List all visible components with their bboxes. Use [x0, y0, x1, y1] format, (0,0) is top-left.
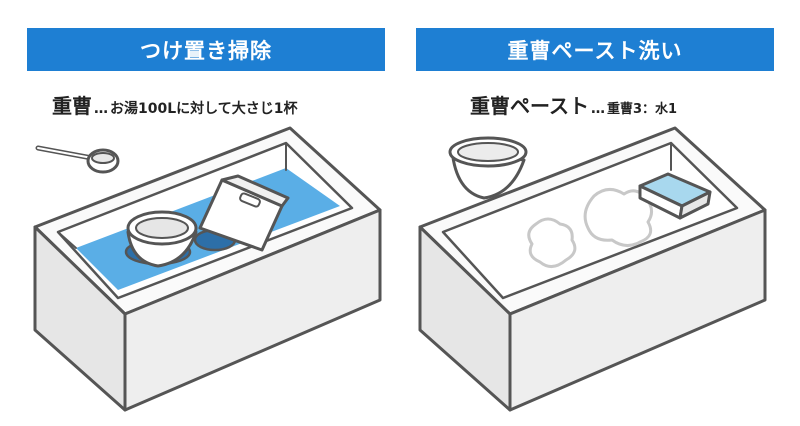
left-tub-side [33, 225, 127, 412]
right-subtitle-main: 重曹ペースト [470, 94, 589, 118]
right-panel-subtitle: 重曹ペースト … 重曹3：水1 [470, 90, 677, 119]
left-subtitle-detail: お湯100Lに対して大さじ1杯 [110, 101, 298, 117]
paste-blob-2 [583, 188, 653, 247]
paste-blob-1 [527, 217, 577, 268]
right-panel-title: 重曹ペースト洗い [416, 28, 774, 71]
measuring-spoon-icon [35, 145, 120, 174]
sponge-icon [638, 172, 712, 220]
left-subtitle-dots: … [94, 101, 108, 117]
left-bowl-icon [124, 210, 198, 268]
left-panel-subtitle: 重曹 … お湯100Lに対して大さじ1杯 [52, 90, 297, 119]
right-subtitle-detail: 重曹3：水1 [607, 102, 678, 117]
left-panel-title: つけ置き掃除 [27, 28, 385, 71]
paste-bowl-icon [448, 136, 528, 200]
right-tub-side [418, 225, 512, 412]
left-container-icon [193, 174, 290, 252]
right-subtitle-dots: … [591, 101, 605, 117]
left-subtitle-main: 重曹 [52, 94, 92, 118]
left-bathtub [33, 126, 382, 412]
